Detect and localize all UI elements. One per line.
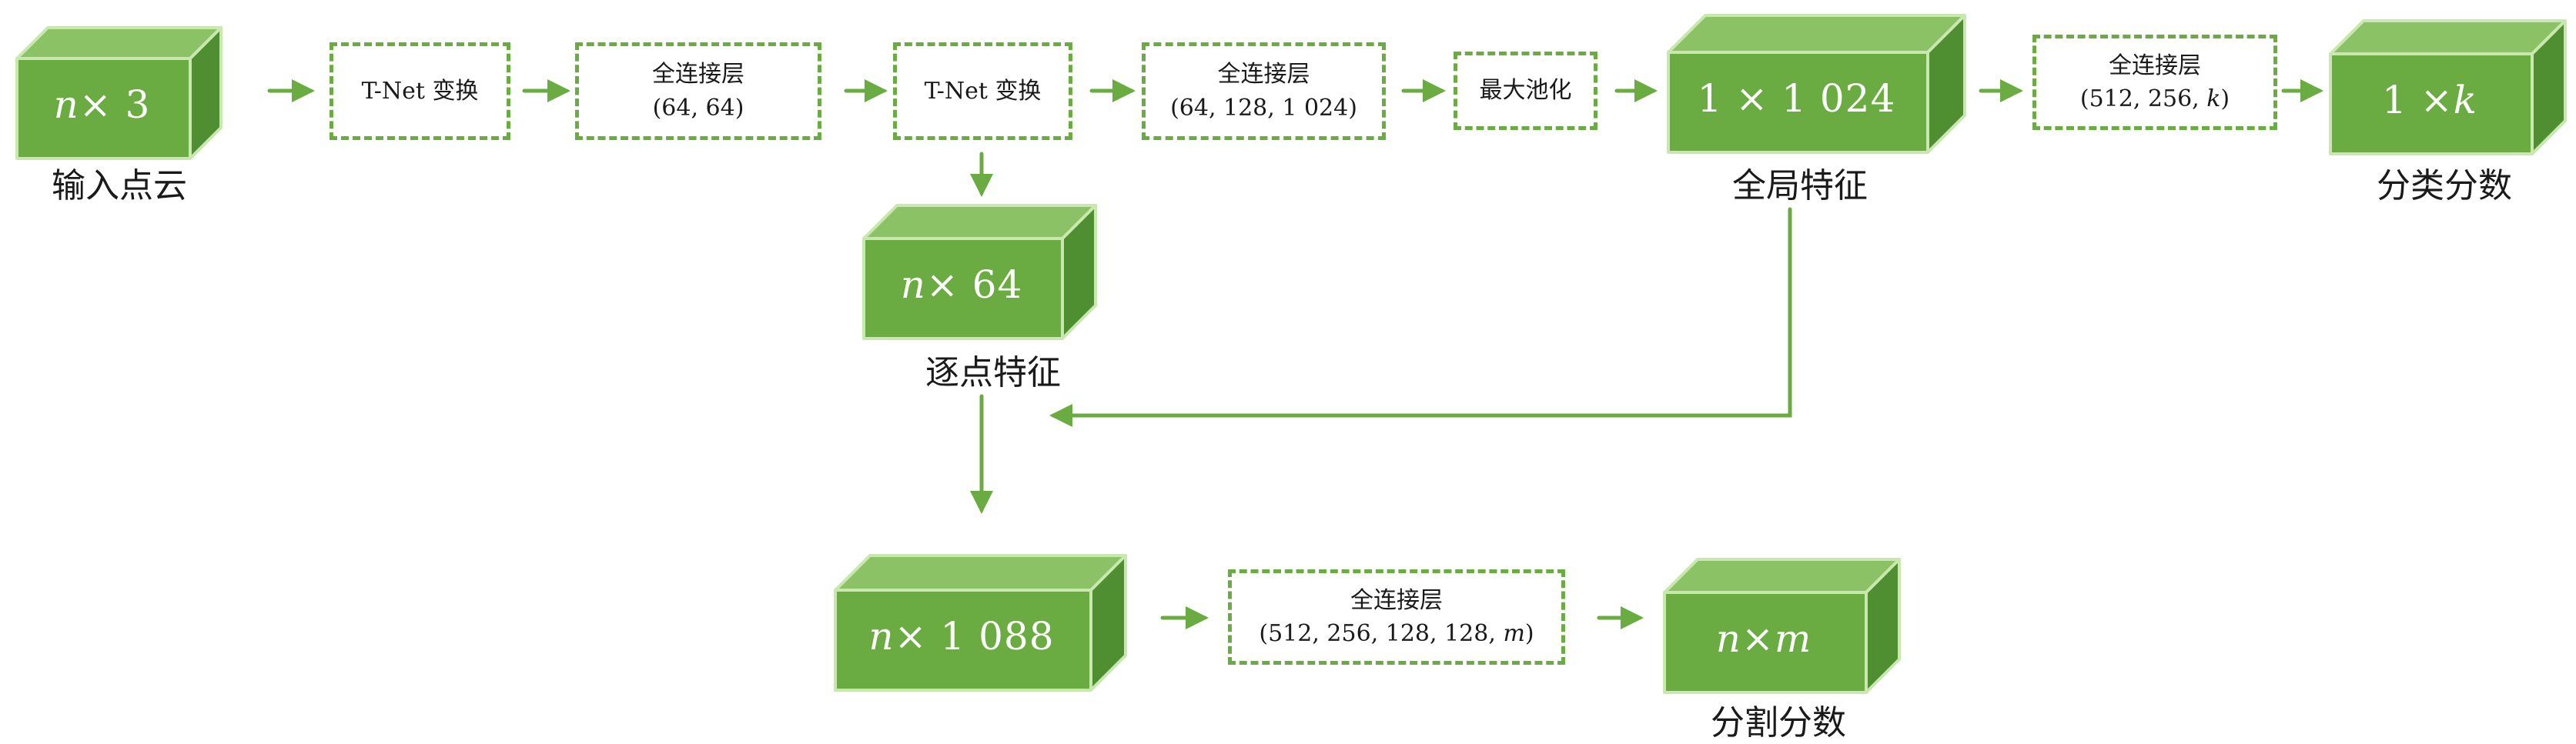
global-feature-box: 1 × 1 024 [1667,14,1971,154]
fc2-params: (64, 128, 1 024) [1170,94,1357,122]
cuboid-front-face [1663,591,1868,694]
fc-layer-3: 全连接层 (512, 256, k) [2032,35,2277,130]
tnet2-label: T-Net 变换 [924,77,1042,105]
input-caption: 输入点云 [52,166,187,205]
fc3-params-pre: (512, 256, [2079,85,2207,112]
pointwise-caption: 逐点特征 [925,353,1061,392]
pointwise-feature-box: n × 64 [862,204,1097,340]
cuboid-shape [862,204,1097,340]
input-dim: × 3 [79,82,151,127]
fc4-params-post: ) [1524,620,1534,647]
cuboid-top-face [1667,14,1966,54]
cuboid-front-face [2329,52,2534,155]
maxpool-label: 最大池化 [1479,77,1572,105]
concat-feature-box: n × 1 088 [834,554,1127,692]
tnet-transform-1: T-Net 变换 [330,42,510,140]
cuboid-top-face [834,554,1127,592]
concat-feature-label: n × 1 088 [834,586,1089,686]
classification-score-label: 1 × k [2329,50,2531,150]
cuboid-shape [2329,19,2567,155]
cuboid-top-face [1663,558,1901,594]
cuboid-shape [15,26,222,160]
global-caption: 全局特征 [1732,166,1868,205]
fc3-params: (512, 256, k) [2080,82,2230,116]
fc4-params: (512, 256, 128, 128, m) [1259,617,1534,651]
seg-times: × [1741,616,1775,661]
cuboid-top-face [15,26,222,60]
segmentation-caption: 分割分数 [1711,703,1846,742]
pointwise-feature-label: n × 64 [862,235,1061,335]
classification-score-box: 1 × k [2329,19,2568,155]
cuboid-shape [834,554,1127,692]
input-tensor-label: n × 3 [15,55,189,155]
fc3-var-k: k [2206,85,2221,112]
fc4-params-pre: (512, 256, 128, 128, [1259,620,1504,647]
fc1-params: (64, 64) [652,94,744,122]
pointfeat-dim: × 64 [925,262,1023,307]
cuboid-front-face [834,589,1092,692]
fc-layer-1: 全连接层 (64, 64) [575,42,821,140]
seg-var-m: m [1774,616,1812,661]
cuboid-shape [1663,558,1901,694]
segmentation-score-label: n × m [1663,589,1865,689]
arrow-global-to-concat [1049,207,1792,427]
cuboid-top-face [862,204,1097,240]
cuboid-shape [1667,14,1966,154]
fc2-title: 全连接层 [1217,61,1310,88]
fc3-title: 全连接层 [2109,52,2201,79]
fc-layer-2: 全连接层 (64, 128, 1 024) [1142,42,1386,140]
input-var-n: n [53,82,79,127]
max-pooling: 最大池化 [1454,52,1597,130]
classification-caption: 分类分数 [2377,166,2512,205]
concat-var-n: n [868,614,895,659]
tnet1-label: T-Net 变换 [361,77,479,105]
seg-var-n: n [1715,616,1741,661]
fc3-params-post: ) [2220,85,2230,112]
fc4-var-m: m [1503,620,1525,647]
cuboid-top-face [2329,19,2567,55]
fc-layer-4: 全连接层 (512, 256, 128, 128, m) [1228,569,1565,665]
concat-dim: × 1 088 [894,614,1055,659]
cuboid-front-face [1667,51,1929,154]
pointfeat-var-n: n [900,262,926,307]
cuboid-front-face [15,57,192,160]
fc1-title: 全连接层 [652,61,744,88]
input-tensor-box: n × 3 [15,26,225,160]
cls-dim: 1 × [2382,78,2454,122]
cuboid-front-face [862,237,1064,340]
fc4-title: 全连接层 [1350,586,1443,614]
tnet-transform-2: T-Net 变换 [893,42,1072,140]
segmentation-score-box: n × m [1663,558,1901,694]
cls-var-k: k [2453,78,2477,122]
global-feature-label: 1 × 1 024 [1697,76,1896,121]
